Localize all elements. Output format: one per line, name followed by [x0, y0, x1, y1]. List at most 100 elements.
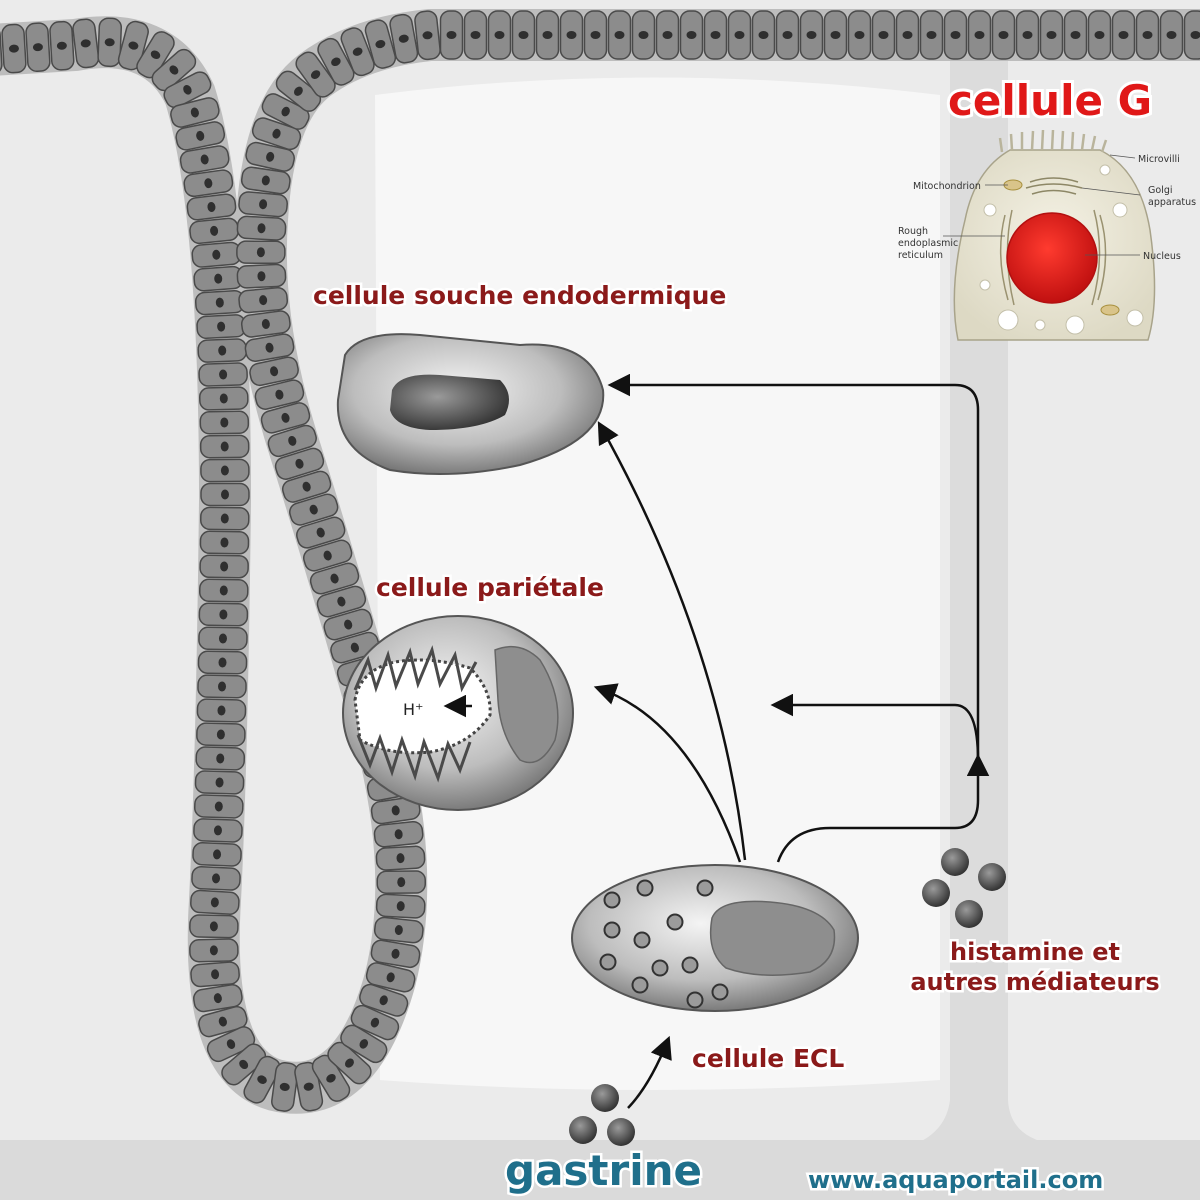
mitochondrion-label: Mitochondrion: [913, 181, 981, 192]
epithelial-cell: [25, 22, 51, 73]
epithelial-nucleus: [213, 993, 222, 1004]
epithelial-nucleus: [196, 130, 205, 141]
epithelial-nucleus: [1070, 31, 1081, 39]
epithelial-cell: [583, 10, 608, 60]
epithelial-cell: [192, 842, 242, 867]
epithelial-nucleus: [1094, 31, 1105, 39]
epithelial-nucleus: [257, 1075, 267, 1084]
epithelial-nucleus: [902, 31, 913, 39]
epithelial-nucleus: [806, 31, 817, 39]
epithelial-nucleus: [220, 513, 229, 524]
epithelial-cell: [967, 10, 992, 60]
epithelial-nucleus: [281, 412, 290, 423]
epithelial-cell: [373, 820, 424, 848]
epithelial-cell: [823, 10, 848, 60]
epithelial-nucleus: [323, 550, 332, 561]
epithelial-nucleus: [210, 225, 219, 236]
epithelial-nucleus: [494, 31, 505, 39]
epithelial-nucleus: [344, 1058, 354, 1068]
epithelial-nucleus: [275, 389, 284, 400]
epithelial-nucleus: [261, 318, 270, 329]
epithelial-cell: [364, 19, 397, 69]
rer-label-line3: reticulum: [898, 250, 943, 261]
epithelial-nucleus: [183, 84, 192, 95]
epithelial-cell: [1159, 10, 1184, 60]
epithelial-cell: [238, 191, 288, 218]
epithelial-cell: [340, 1024, 388, 1064]
golgi-label-line2: apparatus: [1148, 197, 1196, 208]
epithelial-cell: [198, 1005, 248, 1038]
epithelial-cell: [327, 1041, 372, 1085]
epithelial-nucleus: [80, 39, 91, 48]
epithelial-nucleus: [337, 596, 346, 607]
epithelial-cell: [183, 169, 234, 198]
epithelial-nucleus: [281, 106, 290, 117]
epithelial-nucleus: [359, 1039, 369, 1049]
epithelial-nucleus: [396, 901, 405, 912]
epithelial-nucleus: [218, 633, 227, 644]
epithelial-nucleus: [8, 44, 19, 53]
epithelial-nucleus: [209, 921, 218, 932]
epithelial-cell: [350, 1004, 400, 1041]
epithelial-nucleus: [265, 342, 274, 353]
epithelial-cell: [871, 10, 896, 60]
epithelial-cell: [370, 796, 421, 825]
arrow-ecl-to-stem: [597, 421, 747, 861]
epithelial-nucleus: [220, 441, 229, 452]
epithelial-nucleus: [239, 1059, 249, 1070]
epithelial-cell: [751, 10, 776, 60]
epithelial-cell: [1135, 10, 1160, 60]
epithelial-cell: [190, 961, 240, 988]
epithelial-cell: [249, 356, 299, 387]
epithelial-nucleus: [220, 537, 229, 548]
epithelial-cell: [199, 434, 250, 459]
epithelial-nucleus: [446, 31, 457, 39]
epithelial-nucleus: [758, 31, 769, 39]
secretory-granule: [681, 956, 699, 974]
epithelial-nucleus: [370, 1017, 380, 1028]
epithelial-cell: [199, 386, 249, 411]
epithelial-nucleus: [710, 31, 721, 39]
epithelial-nucleus: [257, 223, 266, 234]
epithelial-cell: [199, 410, 250, 435]
epithelial-cell: [251, 117, 302, 151]
epithelial-nucleus: [566, 31, 577, 39]
epithelial-nucleus: [219, 369, 228, 380]
epithelial-cell: [193, 794, 244, 819]
gastrin-molecules: [569, 1084, 635, 1146]
epithelial-nucleus: [386, 972, 395, 983]
g-cell-inset: cellule G: [898, 73, 1196, 341]
epithelial-nucleus: [56, 41, 67, 50]
epithelial-cell: [243, 1055, 281, 1104]
epithelial-nucleus: [256, 247, 265, 258]
golgi-label-line1: Golgi: [1148, 185, 1172, 196]
epithelial-cell: [240, 166, 291, 195]
epithelial-nucleus: [854, 31, 865, 39]
epithelial-nucleus: [104, 38, 115, 47]
microvilli-bottom: [356, 733, 472, 783]
epithelial-nucleus: [207, 201, 216, 212]
epithelial-cell: [775, 10, 800, 60]
epithelial-cell: [197, 674, 247, 699]
secretory-granule: [631, 976, 649, 994]
epithelial-nucleus: [214, 273, 223, 284]
epithelial-nucleus: [470, 31, 481, 39]
epithelial-cell: [179, 145, 230, 174]
epithelial-nucleus: [190, 107, 199, 118]
epithelial-cell: [631, 10, 656, 60]
epithelial-cell: [365, 962, 416, 993]
g-cell-microvilli: [998, 129, 1108, 153]
epithelial-cell: [1111, 10, 1136, 60]
epithelial-nucleus: [218, 345, 227, 356]
epithelial-nucleus: [213, 825, 222, 836]
epithelial-nucleus: [394, 925, 403, 936]
epithelial-nucleus: [1142, 31, 1153, 39]
secretory-granule: [651, 959, 669, 977]
secretory-granule: [599, 953, 617, 971]
epithelial-cell: [375, 893, 426, 919]
epithelial-nucleus: [331, 57, 341, 67]
epithelial-nucleus: [288, 435, 297, 446]
epithelial-nucleus: [218, 657, 227, 668]
epithelial-cell: [196, 314, 246, 340]
epithelial-cell: [194, 289, 245, 316]
